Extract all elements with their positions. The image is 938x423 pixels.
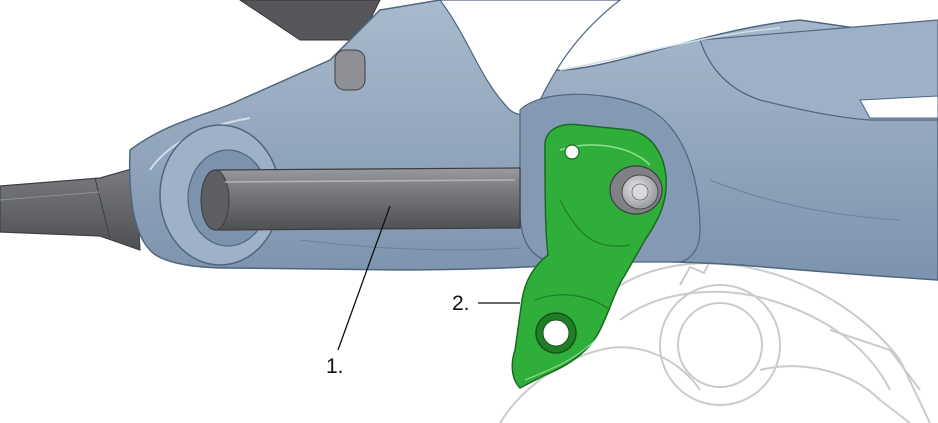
callout-label-2: 2. [452,292,470,315]
frame-dropout-body [128,0,938,281]
axle [200,167,521,231]
axle-nut [609,165,663,215]
leader-lines [337,205,520,351]
callout-label-1: 1. [326,355,344,378]
chainstay-tube [0,167,141,251]
leader-line-1 [337,205,391,351]
